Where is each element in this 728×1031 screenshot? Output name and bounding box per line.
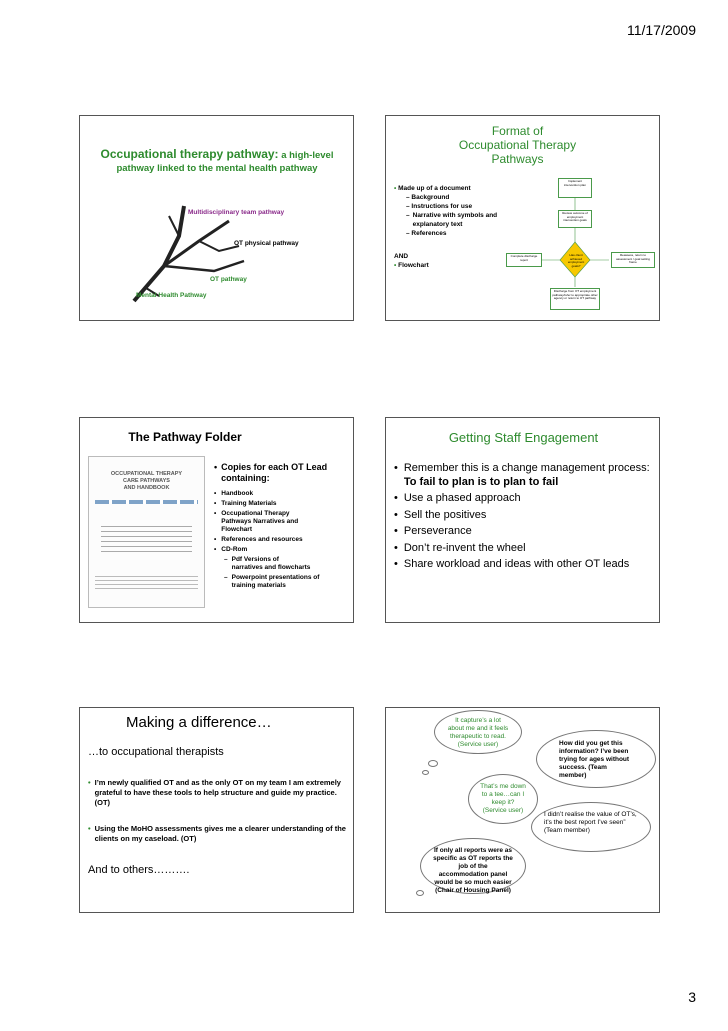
- format-bullets: • Made up of a document – Background – I…: [394, 184, 512, 238]
- label-ot-pathway: OT pathway: [210, 276, 247, 283]
- cloud-tail-bubble: [428, 760, 438, 767]
- slide-making-difference: Making a difference… …to occupational th…: [79, 707, 354, 913]
- sub-instructions: – Instructions for use: [406, 203, 473, 210]
- slide-format: Format of Occupational Therapy Pathways …: [385, 115, 660, 321]
- and-label: AND: [394, 253, 409, 260]
- slide-title: Occupational therapy pathway: a high-lev…: [86, 148, 348, 175]
- fc-implement: Implement intervention plan: [558, 178, 592, 198]
- fc-discharge: Discharge from OT employment pathway/ref…: [550, 288, 600, 310]
- slide-pathway-folder: The Pathway Folder OCCUPATIONAL THERAPY …: [79, 417, 354, 623]
- sub-narrative: –Narrative with symbols and explanatory …: [406, 212, 498, 228]
- page-number: 3: [688, 989, 696, 1005]
- slide-ot-pathway: Occupational therapy pathway: a high-lev…: [79, 115, 354, 321]
- quote-cloud-service-user-1: It capture’s a lot about me and it feels…: [434, 710, 522, 754]
- slide-title: Making a difference…: [126, 714, 272, 731]
- slide-staff-engagement: Getting Staff Engagement •Remember this …: [385, 417, 660, 623]
- pathway-tree-diagram: [132, 205, 245, 303]
- fc-complete: Complete discharge report: [506, 253, 542, 267]
- bullet-moho: •Using the MoHO assessments gives me a c…: [88, 824, 346, 843]
- item-references: •References and resources: [214, 536, 303, 543]
- sub-background: – Background: [406, 194, 450, 201]
- label-ot-physical: OT physical pathway: [234, 240, 299, 247]
- bullet-flowchart: • Flowchart: [394, 262, 429, 269]
- quote-cloud-team-member-1: How did you get this information? I’ve b…: [536, 730, 656, 788]
- title-line1: Format of: [491, 124, 544, 138]
- sub-pdf: –Pdf Versions of narratives and flowchar…: [224, 556, 311, 571]
- bullet-positives: •Sell the positives: [394, 508, 487, 521]
- bullet-newly-qualified: •I’m newly qualified OT and as the only …: [88, 778, 341, 807]
- slide-title: Getting Staff Engagement: [448, 430, 599, 445]
- slide-title: The Pathway Folder: [128, 430, 242, 444]
- sub-references: – References: [406, 230, 447, 237]
- fc-decision: Has client achieved employment goals?: [567, 253, 585, 268]
- item-cdrom: •CD-Rom: [214, 546, 248, 553]
- engagement-bullets: •Remember this is a change management pr…: [394, 462, 656, 572]
- title-line3: Pathways: [491, 152, 544, 166]
- bullet-change-management: •Remember this is a change management pr…: [394, 462, 650, 488]
- bullet-reinvent: •Don’t re-invent the wheel: [394, 541, 526, 554]
- quote-cloud-team-member-2: I didn’t realise the value of OT’s, it’s…: [531, 802, 651, 852]
- cloud-tail-bubble: [416, 890, 424, 896]
- label-multidisciplinary: Multidisciplinary team pathway: [188, 209, 285, 216]
- bullet-phased: •Use a phased approach: [394, 492, 521, 504]
- flowchart-lines: [542, 198, 609, 287]
- cover-title: OCCUPATIONAL THERAPY CARE PATHWAYS AND H…: [110, 471, 183, 491]
- slide-footer-text: And to others……….: [88, 864, 190, 876]
- quote-cloud-service-user-2: That’s me down to a tee…can I keep it? (…: [468, 774, 538, 824]
- folder-cover-image: OCCUPATIONAL THERAPY CARE PATHWAYS AND H…: [88, 456, 205, 608]
- title-rest: a high-level pathway linked to the menta…: [116, 150, 334, 174]
- cover-footer-lines: [95, 576, 198, 590]
- item-narratives: •Occupational Therapy Pathways Narrative…: [214, 510, 299, 533]
- fc-reassess: Reassess, return to assessment / goal se…: [611, 252, 655, 268]
- slide-quotes: It capture’s a lot about me and it feels…: [385, 707, 660, 913]
- slide-title: Format of Occupational Therapy Pathways: [430, 124, 605, 166]
- folder-items: •Handbook •Training Materials •Occupatio…: [214, 490, 349, 590]
- cloud-tail-bubble: [422, 770, 429, 775]
- item-handbook: •Handbook: [214, 490, 254, 497]
- bullet-share: •Share workload and ideas with other OT …: [394, 558, 630, 570]
- bullet-document: • Made up of a document: [394, 185, 471, 192]
- slide-subtitle: …to occupational therapists: [88, 746, 224, 758]
- cover-decoration: [95, 500, 198, 504]
- item-training: •Training Materials: [214, 500, 277, 507]
- sub-powerpoint: –Powerpoint presentations of training ma…: [224, 574, 320, 589]
- quote-cloud-housing-panel: If only all reports were as specific as …: [420, 838, 526, 894]
- bullet-perseverance: •Perseverance: [394, 525, 472, 537]
- cover-text-lines: [101, 526, 192, 556]
- title-line2: Occupational Therapy: [458, 138, 577, 152]
- label-mental-health: Mental Health Pathway: [136, 292, 207, 299]
- bullet-main: •Copies for each OT Lead containing:: [214, 462, 328, 483]
- fc-review: Review outcome of employment interventio…: [558, 210, 592, 228]
- page-date: 11/17/2009: [626, 22, 696, 38]
- title-main: Occupational therapy pathway:: [100, 147, 279, 161]
